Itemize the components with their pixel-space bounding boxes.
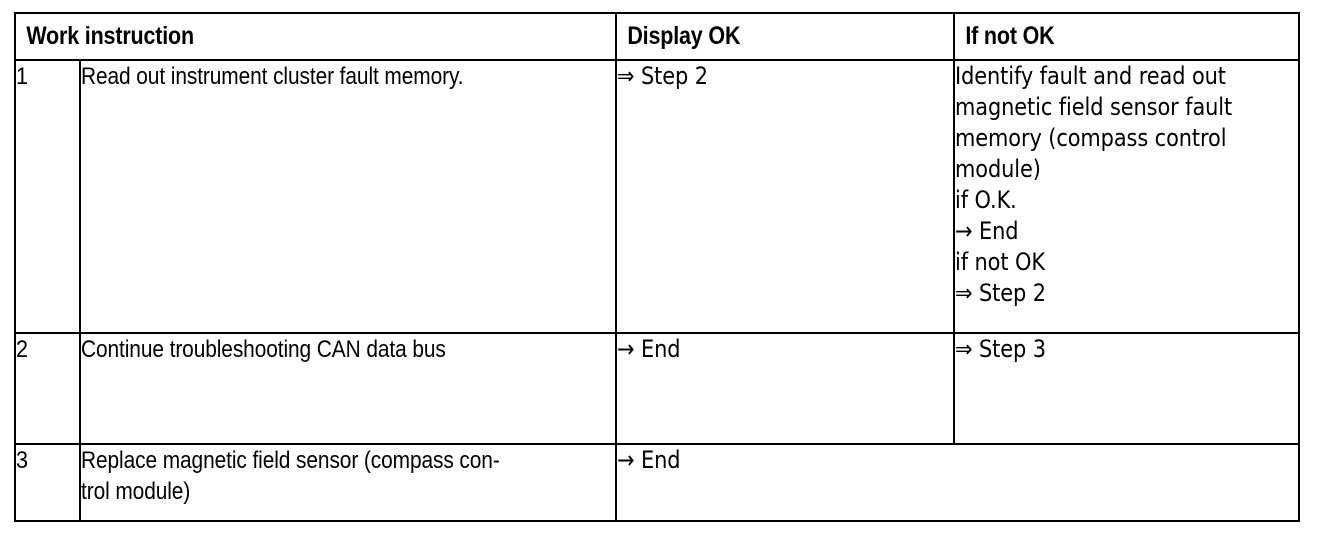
if-not-ok-line: → End (955, 217, 1019, 245)
display-ok-text: → End (617, 335, 681, 363)
if-not-ok-cell: Identify fault and read out magnetic fie… (953, 59, 1300, 334)
if-not-ok-line: magnetic field sensor fault (955, 93, 1233, 121)
if-not-ok-line: module) (955, 155, 1041, 183)
work-instruction-cell: Read out instrument cluster fault memory… (79, 59, 617, 334)
if-not-ok-text: Identify fault and read out magnetic fie… (955, 61, 1298, 309)
work-instruction-cell: Continue troubleshooting CAN data bus (79, 332, 617, 445)
work-instruction-text: Replace magnetic field sensor (compass c… (81, 445, 615, 507)
step-number-cell: 1 (14, 59, 81, 334)
table-header-row: Work instruction Display OK If not OK (14, 12, 1300, 61)
step-number-cell: 2 (14, 332, 81, 445)
column-header-if-not-ok-label: If not OK (965, 22, 1055, 50)
if-not-ok-line: if O.K. (955, 186, 1017, 214)
table-body: 1 Read out instrument cluster fault memo… (14, 59, 1300, 522)
step-number: 1 (16, 63, 28, 90)
column-header-display-ok-label: Display OK (627, 22, 741, 50)
step-number: 2 (16, 336, 28, 363)
if-not-ok-line: ⇒ Step 2 (955, 279, 1046, 307)
column-header-work-instruction-label: Work instruction (26, 22, 194, 50)
display-ok-cell: → End (615, 443, 1300, 522)
work-instruction-table: Work instruction Display OK If not OK 1 … (14, 12, 1300, 522)
table-row: 3 Replace magnetic field sensor (compass… (14, 443, 1300, 522)
display-ok-text: → End (617, 446, 681, 474)
step-number: 3 (16, 447, 28, 474)
table-row: 1 Read out instrument cluster fault memo… (14, 59, 1300, 334)
display-ok-text: ⇒ Step 2 (617, 62, 708, 90)
display-ok-cell: ⇒ Step 2 (615, 59, 955, 334)
column-header-if-not-ok: If not OK (953, 12, 1300, 61)
display-ok-cell: → End (615, 332, 955, 445)
if-not-ok-line: if not OK (955, 248, 1045, 276)
work-instruction-line: trol module) (81, 478, 191, 505)
if-not-ok-line: Identify fault and read out (955, 62, 1226, 90)
table-row: 2 Continue troubleshooting CAN data bus … (14, 332, 1300, 445)
step-number-cell: 3 (14, 443, 81, 522)
if-not-ok-text: ⇒ Step 3 (955, 335, 1046, 363)
work-instruction-line: Replace magnetic field sensor (compass c… (81, 447, 500, 474)
column-header-work-instruction: Work instruction (14, 12, 617, 61)
if-not-ok-cell: ⇒ Step 3 (953, 332, 1300, 445)
if-not-ok-line: memory (compass control (955, 124, 1227, 152)
table-header: Work instruction Display OK If not OK (14, 12, 1300, 61)
work-instruction-text: Continue troubleshooting CAN data bus (81, 336, 446, 363)
column-header-display-ok: Display OK (615, 12, 955, 61)
work-instruction-cell: Replace magnetic field sensor (compass c… (79, 443, 617, 522)
work-instruction-text: Read out instrument cluster fault memory… (81, 63, 464, 90)
